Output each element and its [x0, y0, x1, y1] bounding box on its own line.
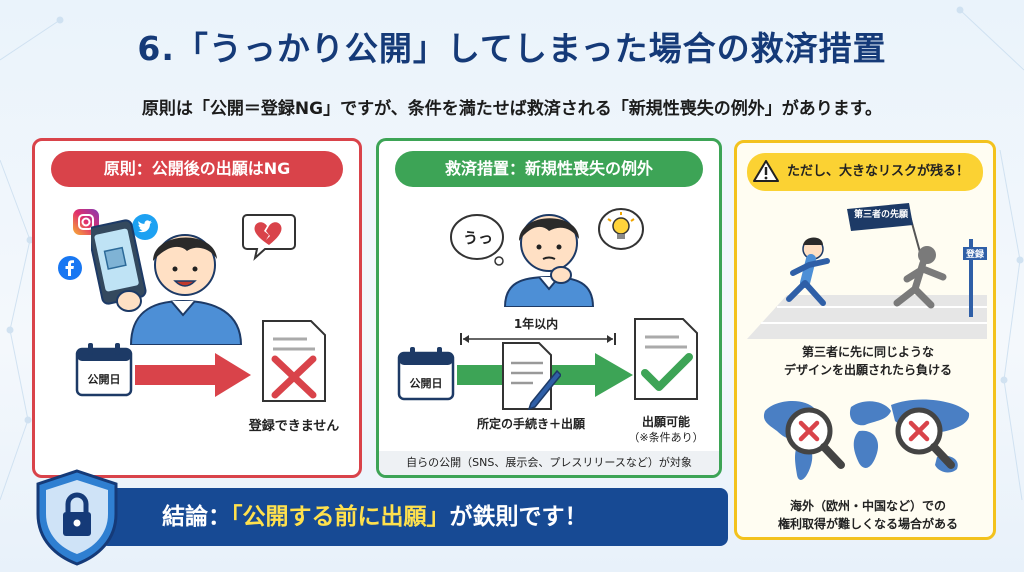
risk2-line2: 権利取得が難しくなる場合がある	[777, 517, 958, 531]
relief-footer-note: 自らの公開（SNS、展示会、プレスリリースなど）が対象	[379, 451, 719, 475]
principle-panel: 原則：公開後の出願はNG 公開日	[32, 138, 362, 478]
thinking-person	[503, 214, 595, 307]
risk1-line2: デザインを出願されたら負ける	[783, 363, 952, 377]
document-pen-icon	[502, 342, 561, 411]
red-arrow	[135, 353, 251, 397]
rejected-document-icon	[262, 320, 326, 402]
relief-header: 救済措置：新規性喪失の例外	[395, 151, 703, 187]
publication-date-label: 公開日	[409, 377, 443, 390]
goal-text: 登録	[963, 247, 987, 260]
conclusion-prefix: 結論：	[162, 504, 231, 530]
principle-header: 原則：公開後の出願はNG	[51, 151, 343, 187]
facebook-icon	[58, 256, 82, 280]
period-label: 1年以内	[513, 317, 559, 331]
calendar-icon	[75, 343, 133, 397]
thought-bubble	[450, 214, 504, 266]
page-title: 6.「うっかり公開」してしまった場合の救済措置	[137, 29, 887, 68]
broken-heart-icon	[242, 214, 296, 261]
conclusion-banner: 結論：「公開する前に出願」が鉄則です！	[100, 488, 728, 546]
race-scene	[747, 203, 987, 339]
risk2-line1: 海外（欧州・中国など）での	[789, 499, 946, 513]
risk1-line1: 第三者に先に同じような	[801, 345, 934, 359]
conclusion-highlight: 「公開する前に出願」	[231, 504, 450, 530]
warning-icon	[753, 160, 779, 182]
procedure-label: 所定の手続き＋出願	[476, 417, 585, 431]
magnifier-x-icon	[895, 407, 955, 469]
cannot-register-label: 登録できません	[248, 419, 340, 434]
third-party-flag-text: 第三者の先願	[853, 210, 908, 220]
shield-lock-icon	[36, 469, 118, 566]
check-icon	[641, 353, 693, 391]
risk-header: ただし、大きなリスクが残る！	[747, 153, 983, 191]
relief-panel: 救済措置：新規性喪失の例外 うっ 1年以内 公開日	[376, 138, 722, 478]
magnifier-x-icon	[785, 407, 845, 469]
publication-date-label: 公開日	[87, 373, 121, 386]
risk-panel: ただし、大きなリスクが残る！ 第三者の先願 登録 第三者に先に同じような デザイ…	[734, 140, 996, 540]
approved-document-icon	[634, 318, 698, 400]
conclusion-suffix: が鉄則です！	[449, 504, 588, 530]
can-file-note: （※条件あり）	[628, 431, 704, 444]
x-mark-icon	[271, 355, 317, 399]
twitter-icon	[132, 214, 158, 240]
page-subtitle: 原則は「公開＝登録NG」ですが、条件を満たせば救済される「新規性喪失の例外」があ…	[141, 99, 883, 119]
calendar-icon	[397, 347, 455, 401]
person-with-phone	[91, 219, 243, 345]
can-file-label: 出願可能	[641, 415, 690, 429]
period-bracket	[460, 333, 616, 345]
lightbulb-icon	[598, 208, 644, 250]
thought-text: うっ	[462, 229, 493, 247]
